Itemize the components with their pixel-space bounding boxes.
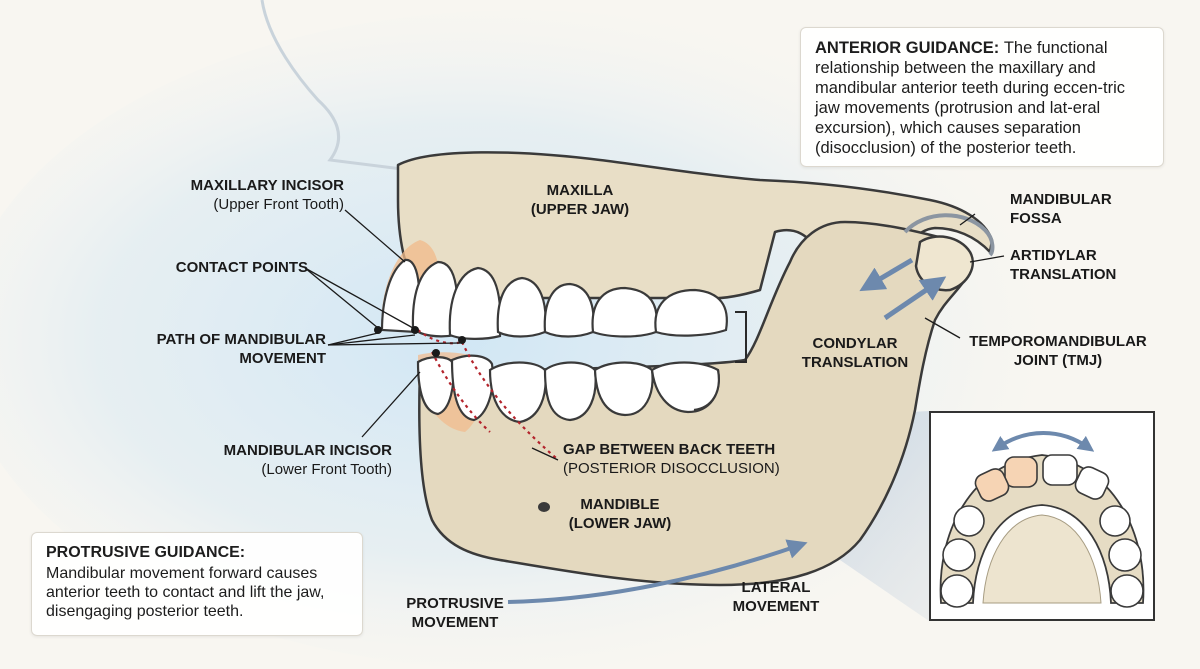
mandibular-incisor-subtitle: (Lower Front Tooth) (261, 461, 392, 478)
maxillary-incisor-subtitle: (Upper Front Tooth) (213, 196, 344, 213)
label-condylar-translation: CONDYLAR TRANSLATION (790, 334, 920, 372)
tmj-line2: JOINT (TMJ) (1013, 352, 1103, 369)
leader-lines (304, 209, 1005, 461)
mandibular-incisor-title: MANDIBULAR INCISOR (223, 442, 392, 459)
maxilla-line2: (UPPER JAW) (530, 201, 630, 218)
anterior-guidance-title: ANTERIOR GUIDANCE: (815, 39, 1004, 57)
anterior-guidance-box: ANTERIOR GUIDANCE: The functional relati… (800, 27, 1164, 167)
protrusive-line2: MOVEMENT (411, 614, 499, 631)
protrusive-guidance-text: Mandibular movement forward causes anter… (46, 565, 325, 620)
protrusive-guidance-box: PROTRUSIVE GUIDANCE: Mandibular movement… (31, 532, 363, 636)
protrusive-movement-arrow (507, 539, 808, 604)
upper-teeth (380, 258, 728, 340)
label-contact-points: CONTACT POINTS (140, 258, 308, 277)
label-lateral-movement: LATERAL MOVEMENT (711, 578, 841, 616)
protrusive-guidance-title: PROTRUSIVE GUIDANCE: (46, 544, 246, 561)
maxillary-incisor-title: MAXILLARY INCISOR (190, 177, 344, 194)
condyle (914, 235, 975, 292)
label-mandible: MANDIBLE (LOWER JAW) (545, 495, 695, 533)
label-mandibular-fossa: MANDIBULAR FOSSA (1010, 190, 1140, 228)
dental-arch-illustration (939, 431, 1145, 608)
artidylar-line2: TRANSLATION (1010, 266, 1117, 283)
lower-teeth (416, 354, 720, 424)
lateral-line2: MOVEMENT (732, 598, 820, 615)
lateral-line1: LATERAL (741, 579, 811, 596)
gap-line1: GAP BETWEEN BACK TEETH (563, 441, 776, 458)
mandible-line2: (LOWER JAW) (568, 515, 672, 532)
mandible-line1: MANDIBLE (580, 496, 660, 513)
label-gap-between-back-teeth: GAP BETWEEN BACK TEETH (POSTERIOR DISOCC… (563, 440, 803, 478)
maxilla-line1: MAXILLA (546, 182, 614, 199)
mental-foramen (538, 502, 550, 512)
condylar-arrow-forward (883, 276, 947, 321)
gap-line2: (POSTERIOR DISOCCLUSION) (563, 460, 780, 477)
label-maxilla: MAXILLA (UPPER JAW) (500, 181, 660, 219)
label-protrusive-movement: PROTRUSIVE MOVEMENT (385, 594, 525, 632)
palate (982, 514, 1102, 604)
path-line1: PATH OF MANDIBULAR (156, 331, 326, 348)
mandibular-fossa (903, 213, 995, 257)
lateral-excursion-arrow (991, 431, 1095, 452)
label-maxillary-incisor: MAXILLARY INCISOR (Upper Front Tooth) (158, 176, 344, 214)
artidylar-line1: ARTIDYLAR (1010, 247, 1097, 264)
condylar-arrow-back (859, 257, 914, 292)
label-path-of-mandibular-movement: PATH OF MANDIBULAR MOVEMENT (120, 330, 326, 368)
contact-points-text: CONTACT POINTS (175, 259, 308, 276)
anterior-guidance-text: The functional relationship between the … (815, 39, 1125, 157)
face-silhouette (260, 0, 411, 172)
occlusal-bracket (735, 311, 747, 363)
arch-teeth (940, 454, 1144, 608)
label-temporomandibular-joint: TEMPOROMANDIBULAR JOINT (TMJ) (958, 332, 1158, 370)
condylar-line1: CONDYLAR (812, 335, 898, 352)
condylar-line2: TRANSLATION (801, 354, 909, 371)
path-line2: MOVEMENT (239, 350, 326, 367)
protrusive-line1: PROTRUSIVE (406, 595, 504, 612)
fossa-line1: MANDIBULAR (1010, 191, 1112, 208)
dental-arch-inset (929, 411, 1155, 621)
tmj-line1: TEMPOROMANDIBULAR (969, 333, 1147, 350)
fossa-line2: FOSSA (1010, 210, 1062, 227)
label-artidylar-translation: ARTIDYLAR TRANSLATION (1010, 246, 1150, 284)
label-mandibular-incisor: MANDIBULAR INCISOR (Lower Front Tooth) (190, 441, 392, 479)
